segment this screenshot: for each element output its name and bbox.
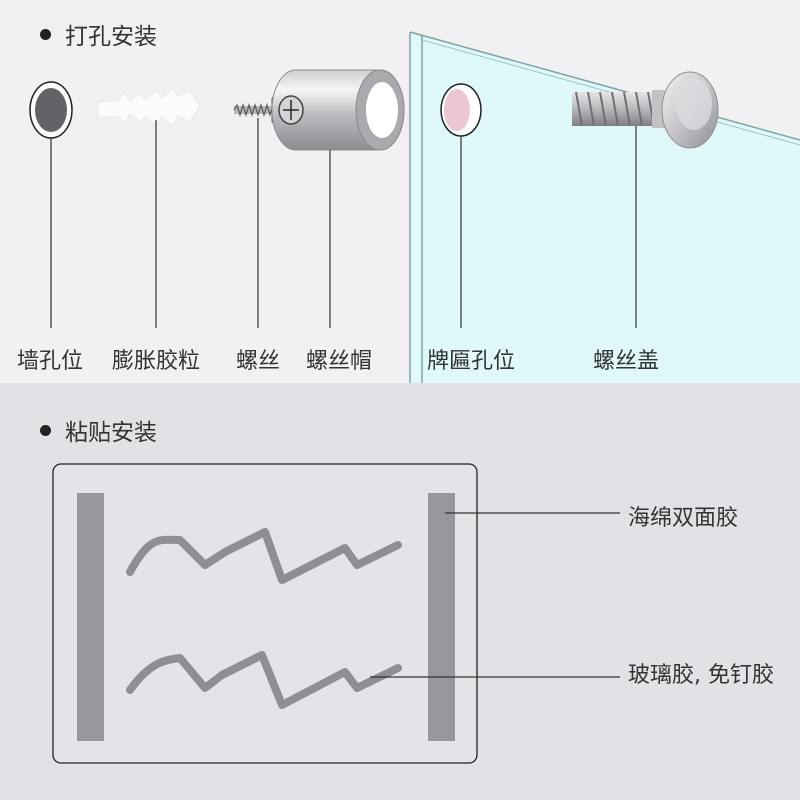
foam-tape-strip-right [428,493,455,741]
glue-line-upper [126,528,402,584]
screw-cover-icon [572,71,719,149]
wall-hole-icon [29,81,73,139]
wall-hole-label: 墙孔位 [17,349,84,374]
bullet-icon [40,424,51,436]
screw-cover-label: 螺丝盖 [593,349,660,374]
bullet-icon [40,28,51,40]
foam-tape-label: 海绵双面胶 [628,506,739,531]
expansion-plug-icon [97,87,201,127]
glass-glue-label: 玻璃胶, 免钉胶 [628,663,774,688]
screw-cap-icon [271,69,405,151]
plaque-hole-icon [440,83,482,137]
expansion-plug-label: 膨胀胶粒 [112,349,201,374]
adhesive-install-heading: 粘贴安装 [40,413,157,447]
plaque-hole-label: 牌匾孔位 [427,349,516,374]
leader-lines-top [50,118,637,328]
screw-cap-label: 螺丝帽 [306,349,373,374]
glue-line-lower [126,651,402,709]
screw-install-heading: 打孔安装 [40,17,157,51]
foam-tape-strip-left [77,493,104,741]
screw-label: 螺丝 [236,349,281,374]
glass-panel [409,31,800,383]
plaque-outline [52,463,478,764]
